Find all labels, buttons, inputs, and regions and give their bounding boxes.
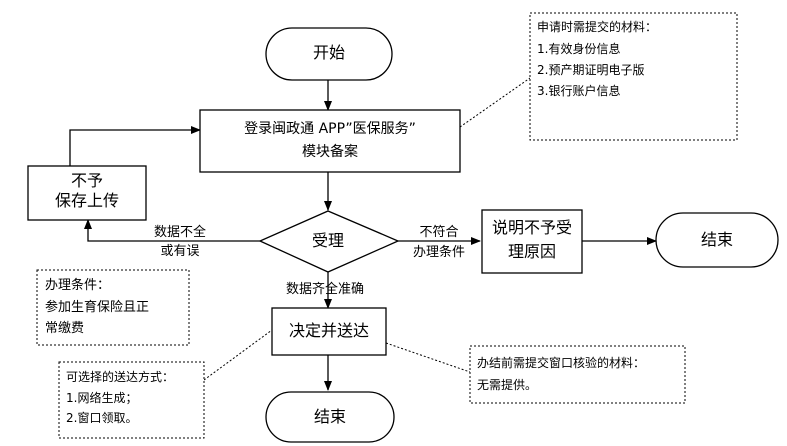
conditions-note-line: 参加生育保险且正 [45, 300, 150, 315]
explain-label-line2: 理原因 [507, 242, 556, 261]
edge-label-complete: 数据齐全准确 [286, 282, 365, 297]
leader-delivery [203, 329, 273, 381]
review-diamond [258, 210, 400, 273]
explain-label-line1: 说明不予受 [491, 218, 572, 237]
leader-window-check [385, 342, 471, 373]
explain-box [481, 209, 583, 274]
leader-materials [459, 77, 531, 128]
end-right-label: 结束 [700, 230, 733, 249]
end-terminal-bottom [265, 391, 395, 443]
arrow-review-to-not-saved [84, 219, 260, 242]
materials-note [529, 12, 738, 141]
decide-label: 决定并送达 [288, 321, 369, 340]
edge-label-incomplete-line2: 或有误 [160, 244, 200, 259]
window-check-note [469, 345, 686, 404]
not-saved-label-line2: 保存上传 [54, 191, 119, 210]
window-check-note-body: 无需提供。 [477, 378, 538, 392]
conditions-note-line: 常缴费 [45, 321, 85, 336]
edge-label-not-meet-line2: 办理条件 [412, 245, 465, 260]
login-label-line1: 登录闽政通 APP”医保服务” [244, 121, 416, 137]
window-check-note-title: 办结前需提交窗口核验的材料： [477, 356, 646, 370]
materials-note-item: 3.银行账户信息 [537, 84, 621, 98]
delivery-note-title: 可选择的送达方式： [66, 370, 175, 384]
decide-box [271, 307, 387, 356]
end-terminal-right [655, 212, 779, 268]
arrow-not-saved-to-login [69, 126, 201, 166]
not-saved-box [27, 165, 147, 221]
start-terminal [265, 27, 393, 81]
edge-label-incomplete-line1: 数据不全 [153, 225, 206, 240]
materials-note-item: 2.预产期证明电子版 [537, 63, 645, 77]
start-label: 开始 [312, 43, 345, 62]
conditions-note-title: 办理条件： [45, 278, 111, 293]
conditions-note [36, 269, 190, 346]
login-label-line2: 模块备案 [302, 144, 358, 160]
delivery-note-item: 2.窗口领取。 [66, 411, 138, 425]
delivery-note-item: 1.网络生成； [66, 391, 138, 405]
login-box [199, 109, 461, 173]
end-bottom-label: 结束 [313, 407, 346, 426]
edge-label-not-meet-line1: 不符合 [419, 225, 459, 240]
delivery-note [58, 361, 205, 439]
materials-note-item: 1.有效身份信息 [537, 42, 621, 56]
not-saved-label-line1: 不予 [70, 171, 103, 190]
review-label: 受理 [311, 231, 344, 250]
materials-note-title: 申请时需提交的材料： [537, 20, 658, 34]
